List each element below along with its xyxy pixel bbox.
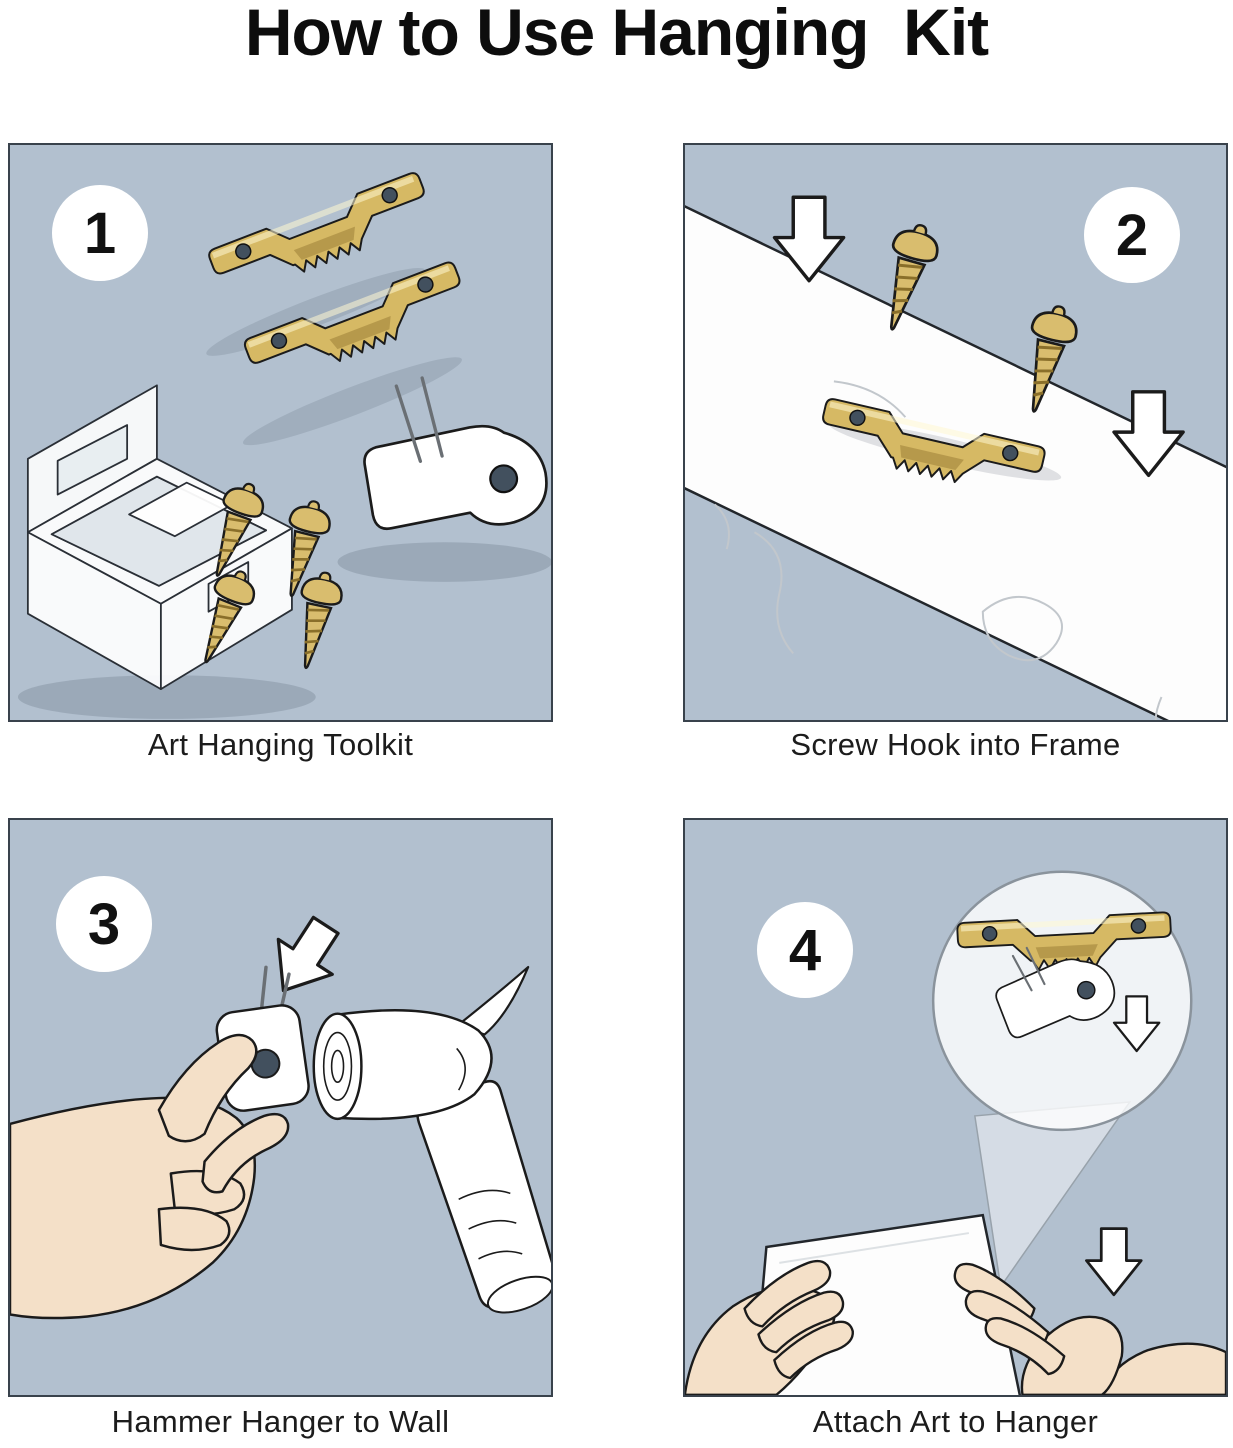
panel-step-3: 3	[8, 818, 553, 1397]
step-number-badge: 1	[52, 185, 148, 281]
panel-step-4: 4	[683, 818, 1228, 1397]
left-hand-icon	[685, 1259, 854, 1395]
down-arrow-icon	[772, 195, 846, 283]
screw-icon	[300, 571, 343, 670]
wood-grain	[714, 380, 1163, 720]
panel-caption: Screw Hook into Frame	[790, 727, 1121, 762]
screw-into-frame-illustration	[685, 195, 1226, 720]
hand-icon	[10, 1033, 290, 1320]
panel-caption: Attach Art to Hanger	[812, 1404, 1099, 1439]
down-arrow-icon	[1112, 995, 1161, 1053]
screw-icon	[1030, 305, 1078, 413]
screw-icon	[215, 482, 265, 577]
screw-icon	[889, 223, 939, 331]
panel-step-2: 2	[683, 143, 1228, 722]
sawtooth-hanger-icon	[956, 911, 1172, 971]
down-arrow-icon	[1112, 390, 1185, 478]
hook-icon	[995, 946, 1116, 1039]
down-arrow-icon	[276, 915, 340, 993]
hammer-illustration	[10, 915, 551, 1320]
sawtooth-hanger-icon	[243, 261, 461, 364]
step-number-badge: 2	[1084, 187, 1180, 283]
panel-caption: Art Hanging Toolkit	[147, 727, 414, 762]
sawtooth-hanger-icon	[208, 172, 425, 275]
page-title: How to Use Hanging Kit	[244, 0, 989, 69]
step-number-badge: 4	[757, 902, 853, 998]
screw-icon	[204, 570, 256, 664]
panel-caption: Hammer Hanger to Wall	[111, 1404, 450, 1439]
toolkit-illustration	[17, 172, 551, 719]
step-number-badge: 3	[56, 876, 152, 972]
screw-icon	[288, 500, 331, 598]
sawtooth-hanger-icon	[822, 398, 1046, 484]
storage-box-icon	[26, 384, 293, 690]
right-hand-icon	[953, 1262, 1226, 1395]
hammer-icon	[312, 965, 551, 1314]
attach-art-illustration	[685, 870, 1226, 1395]
hook-icon	[363, 376, 548, 531]
down-arrow-icon	[1085, 1227, 1143, 1297]
panel-step-1: 1	[8, 143, 553, 722]
